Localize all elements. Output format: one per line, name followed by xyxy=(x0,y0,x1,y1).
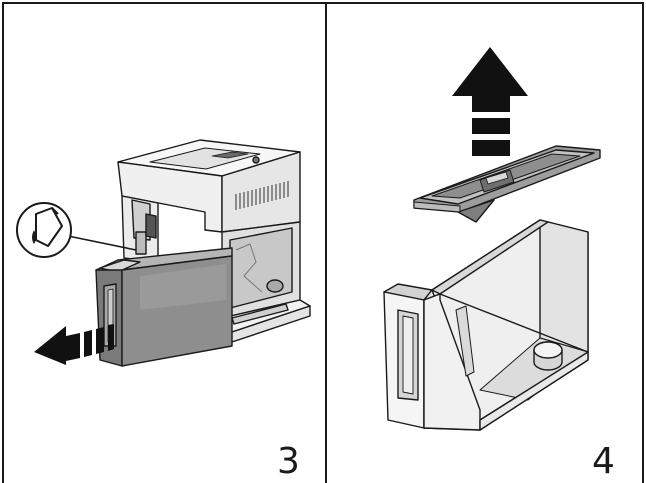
panel-step-3 xyxy=(16,139,311,367)
step-number-4: 4 xyxy=(592,441,615,482)
lift-up-arrow xyxy=(452,47,528,156)
panel-step-4 xyxy=(383,47,601,431)
removed-water-tank xyxy=(383,219,589,431)
vent-grille xyxy=(235,181,289,210)
pour-water-icon xyxy=(16,202,137,258)
pull-out-arrow xyxy=(34,324,114,365)
water-tank xyxy=(95,247,233,367)
step-number-3: 3 xyxy=(277,441,300,482)
tank-lid xyxy=(413,145,601,223)
